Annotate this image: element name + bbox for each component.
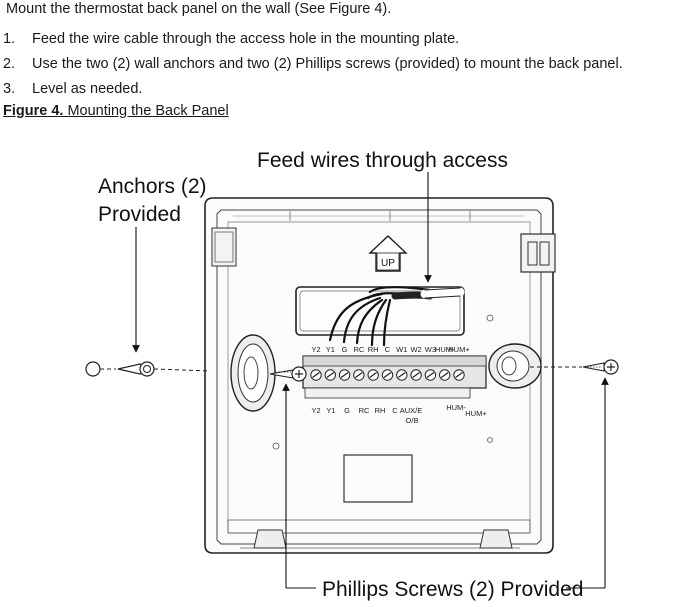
up-label: UP: [381, 258, 395, 269]
terminal-label-top: W1: [396, 345, 407, 354]
terminal-label-bottom: C: [392, 406, 398, 415]
step-number: 3.: [3, 81, 16, 97]
step-text: Level as needed.: [32, 81, 143, 97]
terminal-screw-slot: [412, 372, 420, 378]
terminal-label-top: G: [342, 345, 348, 354]
figure-number: Figure 4.: [3, 103, 64, 119]
terminal-screw-slot: [455, 372, 463, 378]
left-screw: [269, 366, 307, 382]
terminal-label-top: W3: [425, 345, 436, 354]
terminal-label-top: C: [385, 345, 391, 354]
anchors-callout-line2: Provided: [98, 203, 181, 226]
figure-title: Mounting the Back Panel: [67, 103, 229, 119]
terminal-label-top: W2: [410, 345, 421, 354]
terminal-label-bottom: HUM+: [465, 409, 487, 418]
terminal-screw-slot: [340, 372, 349, 378]
right-screw: [582, 359, 619, 375]
step-item: 2. Use the two (2) wall anchors and two (…: [3, 52, 623, 77]
step-number: 2.: [3, 56, 16, 72]
terminal-screws: [310, 369, 465, 381]
step-text: Feed the wire cable through the access h…: [32, 31, 460, 47]
screws-callout: Phillips Screws (2) Provided: [322, 578, 583, 601]
intro-line: Mount the thermostat back panel on the w…: [6, 1, 392, 17]
callout-leaders: [132, 172, 609, 589]
anchors-callout-line1: Anchors (2): [98, 175, 207, 198]
terminal-label-top: HUM-: [435, 345, 455, 354]
terminal-screw-slot: [369, 372, 378, 378]
terminal-screw-slot: [312, 372, 320, 378]
terminal-label-bottom: O/B: [406, 416, 419, 425]
terminal-label-bottom: Y1: [326, 406, 335, 415]
figure-caption: Figure 4. Mounting the Back Panel: [3, 102, 229, 120]
left-mounting-slot: [230, 334, 276, 412]
terminal-label-top: RC: [353, 345, 364, 354]
feed-wires-callout: Feed wires through access: [257, 149, 508, 172]
terminal-label-top: Y2: [311, 345, 320, 354]
left-anchor: [85, 361, 155, 377]
terminal-label-bottom: RC: [359, 406, 370, 415]
terminal-screw-slot: [440, 372, 449, 378]
terminal-label-bottom: RH: [375, 406, 386, 415]
step-item: 3. Level as needed.: [3, 77, 623, 102]
terminal-label-top: RH: [368, 345, 379, 354]
terminal-label-top: Y1: [326, 345, 335, 354]
wire-bundle: [328, 286, 465, 347]
terminal-label-bottom: AUX/E: [400, 406, 423, 415]
alignment-lines: [100, 366, 582, 372]
up-arrow-icon: UP: [368, 235, 408, 272]
terminal-label-bottom: G: [344, 406, 350, 415]
terminal-label-bottom: Y2: [311, 406, 320, 415]
step-number: 1.: [3, 31, 16, 47]
step-text: Use the two (2) wall anchors and two (2)…: [32, 56, 623, 72]
terminal-screw-slot: [383, 372, 392, 378]
terminal-label-bottom: HUM-: [446, 403, 466, 412]
terminal-label-top: HUM+: [448, 345, 470, 354]
terminal-screw-slot: [355, 372, 363, 378]
instruction-steps: 1. Feed the wire cable through the access…: [3, 27, 623, 102]
terminal-screw-slot: [326, 372, 335, 378]
terminal-screw-slot: [397, 372, 406, 378]
right-mounting-slot: [488, 343, 542, 389]
step-item: 1. Feed the wire cable through the access…: [3, 27, 623, 52]
terminal-screw-slot: [426, 372, 435, 378]
